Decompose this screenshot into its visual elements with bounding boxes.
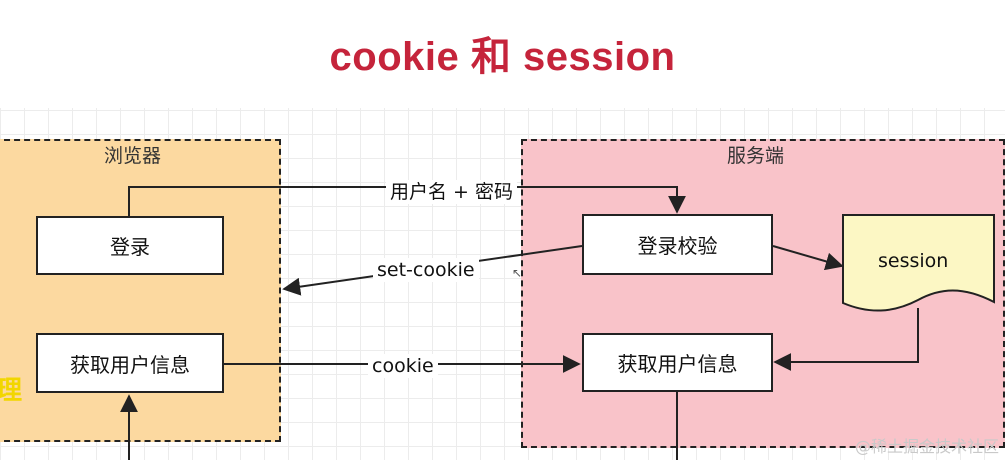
watermark: @稀土掘金技术社区	[854, 437, 999, 456]
login-check-node: 登录校验	[582, 214, 773, 275]
browser-get-user-info-node: 获取用户信息	[36, 333, 224, 393]
edge-label-set-cookie: set-cookie	[373, 258, 479, 282]
page-title: cookie 和 session	[329, 35, 676, 79]
session-label: session	[878, 250, 949, 272]
session-document	[842, 214, 995, 312]
title-band	[0, 0, 1005, 108]
edge-label-cookie: cookie	[368, 354, 438, 378]
edge-label-username-password: 用户名 + 密码	[386, 180, 517, 204]
edge-session-to-info	[773, 308, 919, 371]
cursor-icon: ↖	[512, 266, 523, 280]
server-get-user-info-node: 获取用户信息	[582, 333, 773, 392]
server-zone-label: 服务端	[727, 145, 785, 167]
edge-to-session	[772, 245, 844, 271]
login-node: 登录	[36, 216, 224, 275]
browser-zone-label: 浏览器	[104, 145, 162, 167]
side-mark: 理	[0, 376, 23, 406]
